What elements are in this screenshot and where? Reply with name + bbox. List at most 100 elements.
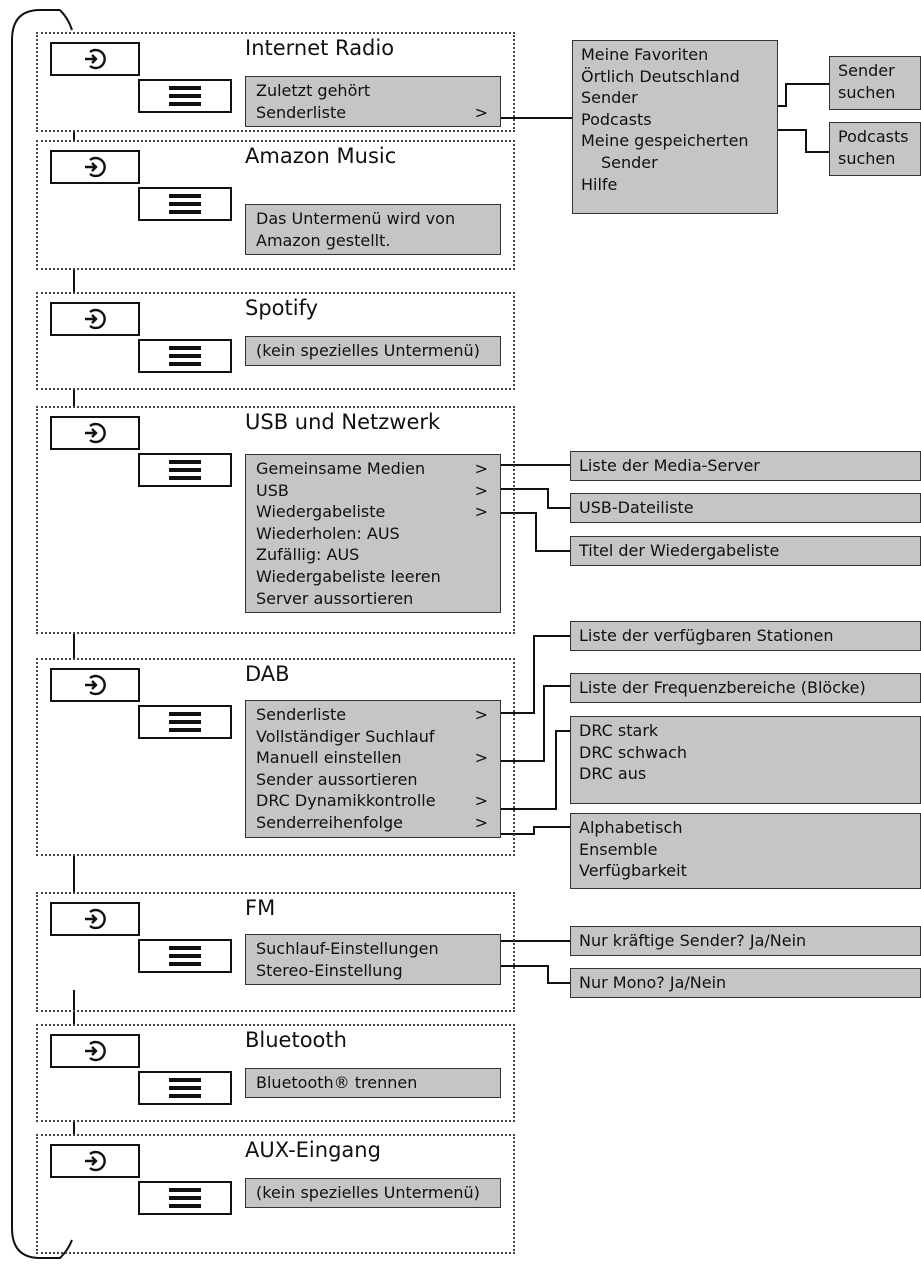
submenu-option[interactable]: USB-Dateiliste	[579, 498, 694, 517]
section-title: Internet Radio	[245, 36, 395, 60]
submenu-option[interactable]: Sender	[581, 88, 638, 108]
submenu-arrow: >	[474, 480, 488, 500]
menu-item[interactable]: Suchlauf-Einstellungen	[256, 938, 490, 960]
menu-item-label: Bluetooth® trennen	[256, 1073, 418, 1092]
source-button[interactable]	[50, 416, 140, 450]
menu-item[interactable]: Senderliste>	[256, 102, 490, 124]
source-button[interactable]	[50, 1144, 140, 1178]
menu-button[interactable]	[138, 1181, 232, 1215]
submenu-option[interactable]: Nur kräftige Sender? Ja/Nein	[579, 931, 807, 950]
menu-item[interactable]: Wiedergabeliste leeren	[256, 566, 490, 588]
menu-item-label: USB	[256, 480, 289, 500]
menu-item[interactable]: Server aussortieren	[256, 588, 490, 610]
submenu-option[interactable]: Podcasts	[838, 127, 909, 146]
menu-button[interactable]	[138, 453, 232, 487]
submenu-option[interactable]: Liste der Media-Server	[579, 456, 760, 475]
submenu-nur-mono: Nur Mono? Ja/Nein	[570, 968, 921, 998]
menu-item-label: Senderreihenfolge	[256, 812, 403, 832]
link-usb-dateiliste	[492, 488, 570, 509]
submenu-podcasts-suchen: Podcasts suchen	[829, 122, 921, 176]
submenu-option[interactable]: Podcasts	[581, 109, 652, 129]
submenu-arrow: >	[474, 812, 488, 832]
submenu-titel-wiedergabeliste: Titel der Wiedergabeliste	[570, 536, 921, 566]
menu-button[interactable]	[138, 705, 232, 739]
submenu-option[interactable]: Sender	[838, 61, 895, 80]
submenu-option[interactable]: Liste der Frequenzbereiche (Blöcke)	[579, 678, 866, 697]
menu-item-label: Sender aussortieren	[256, 769, 418, 789]
submenu-option[interactable]: Meine gespeicherten	[581, 131, 749, 151]
submenu-option[interactable]: Sender	[601, 152, 658, 172]
submenu-sender-suchen: Sender suchen	[829, 56, 921, 110]
menu-item-label: Zufällig: AUS	[256, 545, 360, 565]
menu-item[interactable]: Zuletzt gehört	[256, 80, 490, 102]
submenu-option[interactable]: Titel der Wiedergabeliste	[579, 541, 780, 560]
menu-item-label: Gemeinsame Medien	[256, 459, 426, 478]
submenu-option[interactable]: Alphabetisch	[579, 818, 683, 837]
menu-item[interactable]: USB >	[256, 480, 490, 502]
menu-button[interactable]	[138, 187, 232, 221]
menu-button[interactable]	[138, 339, 232, 373]
menu-item-label: Manuell einstellen	[256, 748, 402, 768]
submenu-box: Gemeinsame Medien>USB>Wiedergabeliste>Wi…	[245, 454, 501, 614]
menu-item[interactable]: Gemeinsame Medien >	[256, 458, 490, 480]
submenu-option[interactable]: Ensemble	[579, 839, 658, 859]
submenu-box: (kein spezielles Untermenü)	[245, 336, 501, 366]
menu-item[interactable]: (kein spezielles Untermenü)	[256, 340, 490, 362]
submenu-arrow: >	[474, 791, 488, 811]
menu-item[interactable]: Amazon gestellt.	[256, 230, 490, 252]
menu-item[interactable]: Wiedergabeliste>	[256, 501, 490, 523]
source-button[interactable]	[50, 1034, 140, 1068]
menu-item[interactable]: Senderliste>	[256, 704, 490, 726]
menu-item[interactable]: Zufällig: AUS	[256, 544, 490, 566]
source-button[interactable]	[50, 150, 140, 184]
section-title: AUX-Eingang	[245, 1138, 381, 1162]
source-button[interactable]	[50, 302, 140, 336]
link-nur-mono	[492, 965, 570, 984]
menu-item-label: Zuletzt gehört	[256, 81, 371, 100]
submenu-option[interactable]: Meine Favoriten	[581, 45, 709, 64]
menu-button[interactable]	[138, 1071, 232, 1105]
section-aux-eingang: AUX-Eingang (kein spezielles Untermenü)	[36, 1134, 515, 1254]
menu-item-label: Wiedergabeliste	[256, 502, 386, 522]
menu-item[interactable]: Wiederholen: AUS	[256, 523, 490, 545]
submenu-option[interactable]: Hilfe	[581, 174, 618, 194]
link-podcasts-suchen	[766, 129, 829, 153]
menu-item[interactable]: DRC Dynamikkontrolle>	[256, 790, 490, 812]
submenu-arrow: >	[474, 459, 488, 478]
menu-item[interactable]: Stereo-Einstellung	[256, 960, 490, 982]
submenu-usb-dateiliste: USB-Dateiliste	[570, 493, 921, 523]
source-button[interactable]	[50, 902, 140, 936]
menu-item[interactable]: Senderreihenfolge >	[256, 812, 490, 834]
menu-item-label: Stereo-Einstellung	[256, 960, 403, 980]
loop-bracket	[11, 9, 73, 1259]
submenu-option[interactable]: Liste der verfügbaren Stationen	[579, 626, 834, 645]
submenu-option[interactable]: DRC schwach	[579, 742, 687, 762]
submenu-option[interactable]: Nur Mono? Ja/Nein	[579, 973, 727, 992]
source-button[interactable]	[50, 668, 140, 702]
menu-item[interactable]: Das Untermenü wird von	[256, 208, 490, 230]
submenu-media-server: Liste der Media-Server	[570, 451, 921, 481]
menu-button[interactable]	[138, 939, 232, 973]
section-title: USB und Netzwerk	[245, 410, 441, 434]
menu-button[interactable]	[138, 79, 232, 113]
menu-item[interactable]: Vollständiger Suchlauf	[256, 726, 490, 748]
source-button[interactable]	[50, 42, 140, 76]
menu-item[interactable]: Bluetooth® trennen	[256, 1072, 490, 1094]
menu-item[interactable]: Sender aussortieren	[256, 769, 490, 791]
menu-item[interactable]: Manuell einstellen>	[256, 747, 490, 769]
submenu-option[interactable]: DRC stark	[579, 721, 659, 740]
submenu-option[interactable]: DRC aus	[579, 764, 647, 784]
submenu-option[interactable]: Örtlich Deutschland	[581, 66, 740, 86]
submenu-option[interactable]: Verfügbarkeit	[579, 861, 687, 881]
submenu-option[interactable]: suchen	[838, 148, 896, 168]
submenu-option[interactable]: suchen	[838, 82, 896, 102]
submenu-box: (kein spezielles Untermenü)	[245, 1178, 501, 1208]
menu-item[interactable]: (kein spezielles Untermenü)	[256, 1182, 490, 1204]
